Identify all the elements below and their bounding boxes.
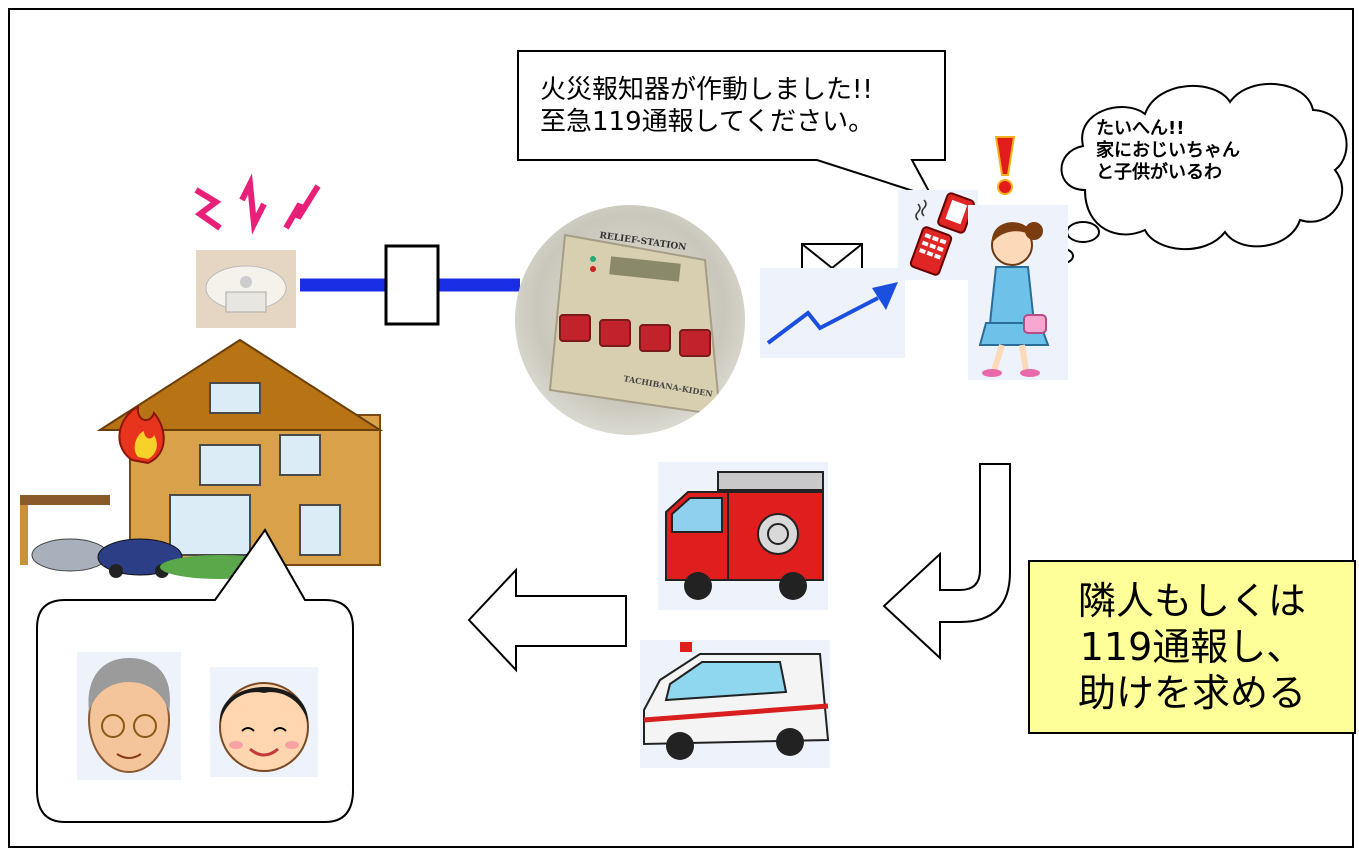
relief-station-device-icon — [548, 233, 722, 417]
child-face-icon — [210, 667, 318, 777]
fire-truck-icon — [658, 462, 828, 610]
thought-cloud-text: たいへん!! 家におじいちゃん と子供がいるわ — [1096, 118, 1240, 183]
exclamation-icon — [994, 136, 1016, 195]
thought-cloud-shape — [1052, 82, 1348, 264]
alarm-bolt-right — [283, 184, 321, 230]
action-box-text: 隣人もしくは 119通報し、 助けを求める — [1077, 579, 1306, 715]
connection-line — [300, 244, 520, 326]
diagram-frame — [8, 8, 1354, 848]
mobile-phone-icon — [898, 190, 978, 280]
alarm-bolt-left — [194, 187, 222, 231]
smoke-detector-icon — [194, 173, 321, 328]
signal-arrow-icon — [760, 268, 905, 358]
curved-arrow-icon — [882, 463, 1011, 661]
ambulance-icon — [640, 640, 830, 768]
alert-callout-shape — [517, 50, 946, 199]
left-arrow-icon — [467, 567, 627, 673]
woman-icon — [968, 205, 1068, 380]
grandfather-face-icon — [77, 652, 181, 780]
junction-box-icon — [384, 244, 440, 326]
alert-callout-text: 火災報知器が作動しました!! 至急119通報してください。 — [540, 75, 875, 137]
alarm-bolt-middle — [239, 173, 267, 235]
burning-house-icon — [20, 335, 384, 580]
action-box: 隣人もしくは 119通報し、 助けを求める — [1028, 560, 1356, 734]
relief-station-photo: RELIEF-STATION TACHIBANA-KIDEN — [515, 205, 745, 435]
